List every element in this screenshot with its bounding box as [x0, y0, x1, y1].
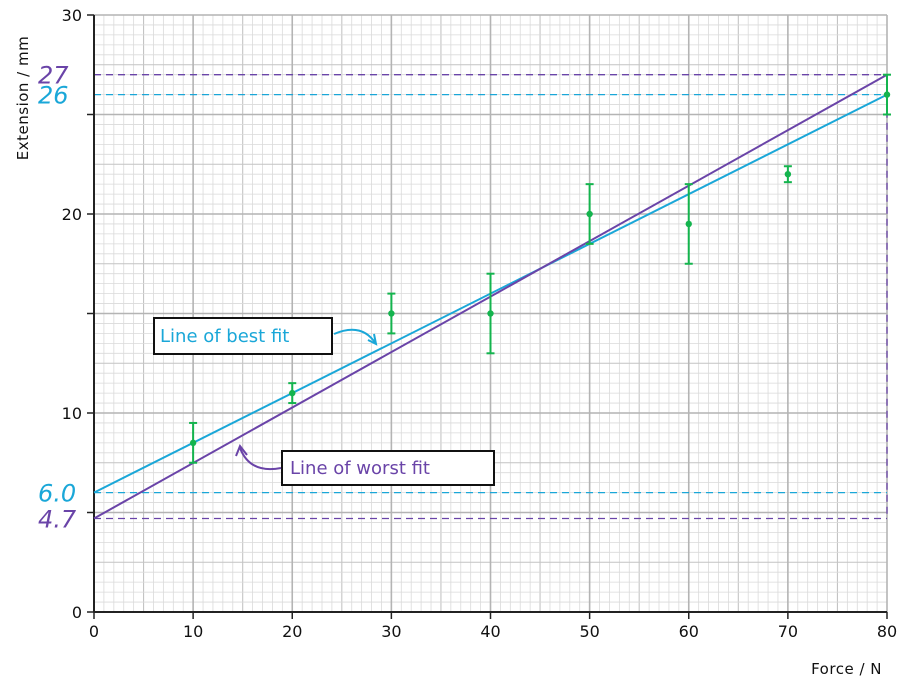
data-point: [487, 310, 494, 317]
worst-fit-arrowhead: [235, 444, 248, 457]
y-tick-label: 10: [62, 404, 82, 423]
worst-fit-label: Line of worst fit: [290, 458, 430, 479]
data-point: [586, 210, 593, 218]
best-fit-label-box: [153, 317, 333, 355]
x-tick-label: 60: [679, 622, 699, 641]
best-fit-label: Line of best fit: [160, 326, 289, 347]
y-tick-label: 30: [62, 6, 82, 25]
data-point: [883, 91, 891, 98]
x-tick-label: 0: [89, 622, 99, 641]
worst-fit-arrow: [239, 447, 282, 470]
x-tick-label: 40: [480, 622, 500, 641]
y-tick-label: 0: [72, 603, 82, 622]
worst-fit-label-box: [281, 450, 495, 486]
x-axis-title: Force / N: [811, 660, 882, 678]
y-tick-label: 20: [62, 205, 82, 224]
x-tick-label: 10: [183, 622, 203, 641]
data-point: [685, 220, 692, 228]
x-tick-label: 30: [381, 622, 401, 641]
data-point: [388, 310, 395, 317]
x-tick-label: 80: [877, 622, 897, 641]
x-tick-label: 20: [282, 622, 302, 641]
data-point: [784, 171, 792, 178]
guide-label-27: 27: [38, 62, 69, 90]
guide-label-4.7: 4.7: [38, 505, 77, 533]
guide-label-26: 26: [38, 82, 69, 110]
axes: [87, 14, 888, 619]
data-point: [189, 439, 197, 447]
y-axis-title: Extension / mm: [14, 36, 32, 160]
best-fit-arrow: [333, 328, 377, 345]
x-tick-label: 50: [579, 622, 599, 641]
best-fit-arrowhead: [367, 333, 378, 346]
guide-label-6.0: 6.0: [38, 480, 76, 508]
guide-lines: [94, 74, 888, 520]
x-tick-label: 70: [778, 622, 798, 641]
data-points: [189, 73, 891, 464]
data-point: [289, 389, 296, 397]
